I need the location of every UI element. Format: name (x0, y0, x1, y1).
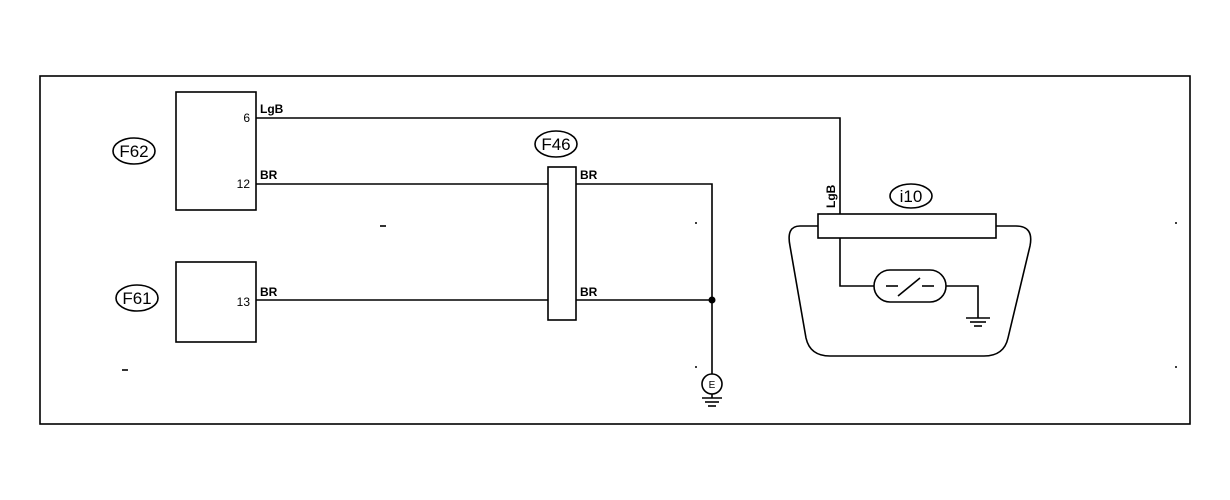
connector-f62-tag (112, 137, 156, 165)
connector-f46-body (547, 166, 577, 321)
wire-junction-dot (708, 296, 716, 304)
scan-mark (1175, 222, 1177, 224)
connector-i10-terminal-strip (817, 213, 997, 239)
connector-i10: i10 LgB (788, 183, 1032, 357)
i10-internal-wire-left (839, 238, 874, 287)
ground-e: E (701, 373, 723, 407)
connector-i10-tag (889, 183, 933, 209)
i10-internal-wire-right (946, 285, 979, 318)
connector-f62: F62 6 12 (112, 91, 257, 211)
connector-f61-body (175, 261, 257, 343)
connector-f61: F61 13 (115, 261, 257, 343)
f62-pin-6: 6 (243, 111, 250, 125)
connector-f46-label: F46 (541, 135, 570, 154)
ground-e-label: E (709, 380, 716, 391)
scan-mark (1175, 366, 1177, 368)
wire-label-lgb-f62: LgB (260, 102, 284, 116)
f62-pin-12: 12 (237, 177, 251, 191)
wire-br-f46-ground (576, 183, 713, 374)
connector-f62-label: F62 (119, 142, 148, 161)
i10-switch-blade (897, 277, 921, 297)
f61-pin-13: 13 (237, 295, 251, 309)
wire-label-br-f61: BR (260, 285, 278, 299)
wire-label-lgb-i10: LgB (824, 184, 838, 208)
wire-label-br-f46-bottom: BR (580, 285, 598, 299)
connector-f61-label: F61 (122, 289, 151, 308)
connector-i10-label: i10 (900, 187, 923, 206)
connector-f61-tag (115, 284, 159, 312)
diagram-frame (39, 75, 1191, 425)
connector-f46-tag (534, 130, 578, 158)
connector-f62-body (175, 91, 257, 211)
wire-label-br-f46-top: BR (580, 168, 598, 182)
connector-f46: F46 (534, 130, 578, 321)
wire-label-br-f62: BR (260, 168, 278, 182)
scan-mark (695, 222, 697, 224)
connector-i10-housing (788, 225, 1032, 357)
wire-lgb-f62-i10 (256, 117, 841, 214)
scan-mark (695, 366, 697, 368)
